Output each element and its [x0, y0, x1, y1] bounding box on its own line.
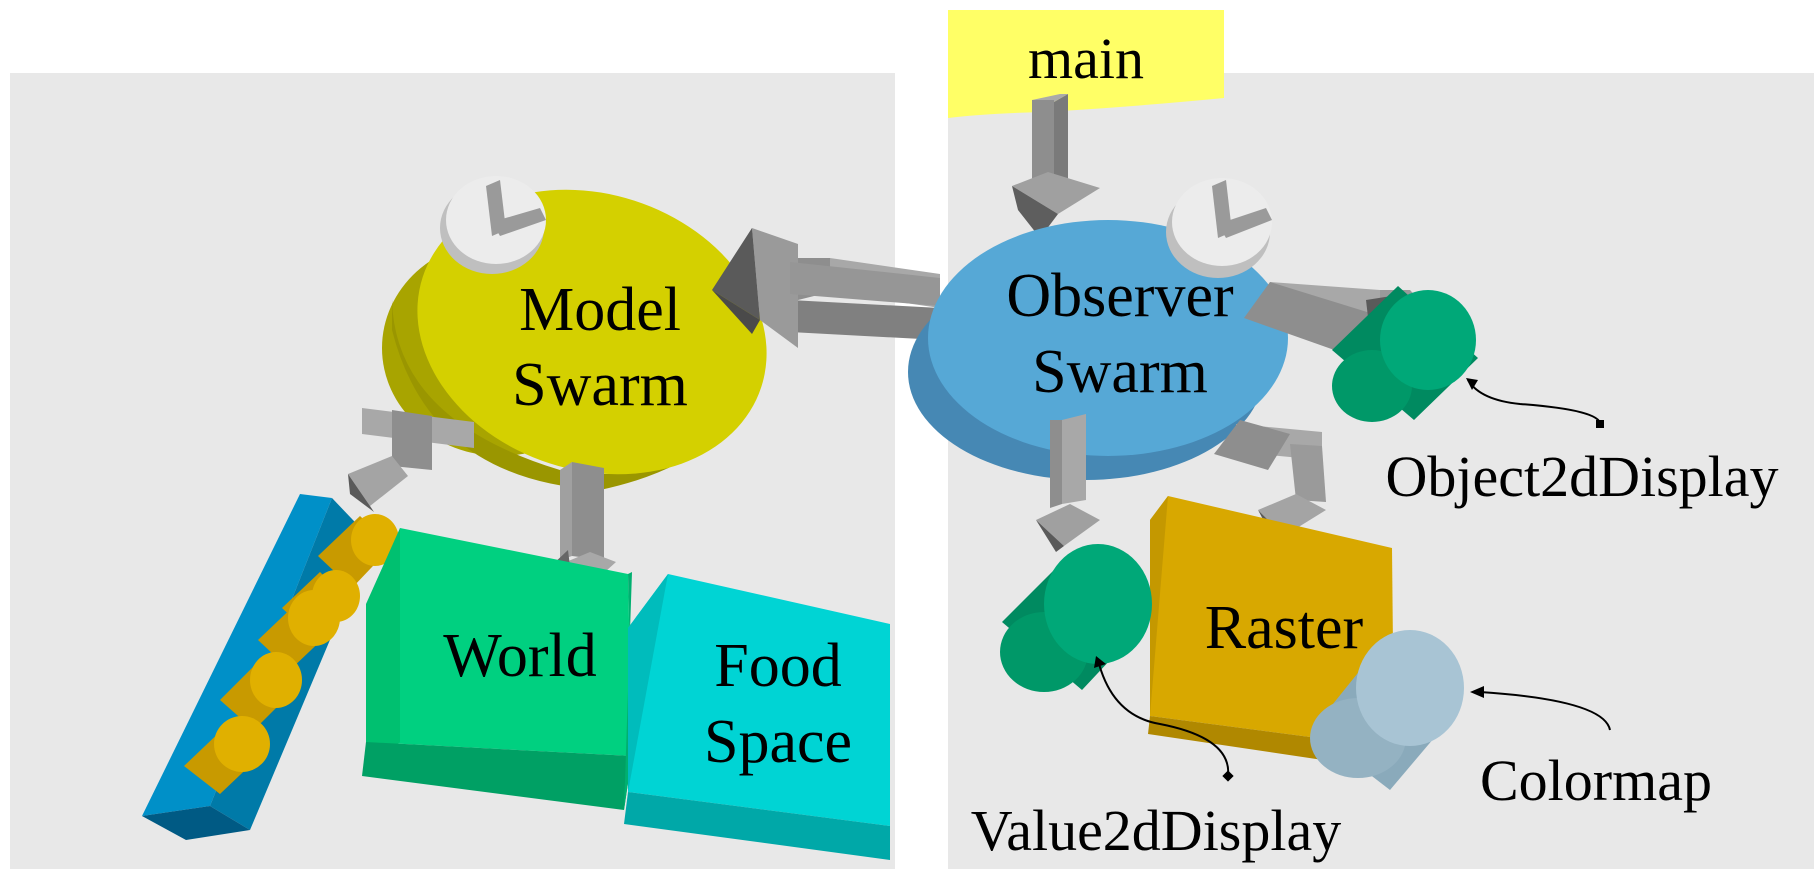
- agent-cylinder: [220, 652, 302, 730]
- object2d-connector: [1466, 378, 1604, 428]
- main-tag: main: [948, 10, 1224, 118]
- food-space-label-line1: Food: [714, 632, 841, 700]
- agent-cylinder: [318, 514, 399, 588]
- arrow-main-to-observer: [1012, 94, 1100, 238]
- clock-icon: [440, 176, 546, 274]
- value2d-display-node: [1000, 544, 1152, 692]
- model-swarm-label-line2: Swarm: [512, 351, 688, 419]
- colormap-connector: [1470, 686, 1611, 731]
- world-node: World: [362, 528, 632, 810]
- object2d-display-label: Object2dDisplay: [1385, 444, 1778, 509]
- food-space-node: Food Space: [624, 574, 890, 860]
- colormap-label: Colormap: [1480, 748, 1712, 813]
- agent-cylinders: [184, 514, 399, 794]
- value2d-display-label: Value2dDisplay: [971, 798, 1342, 863]
- clock-icon: [1166, 178, 1272, 278]
- observer-swarm-label-line2: Swarm: [1032, 338, 1208, 406]
- value2d-connector: [1094, 656, 1234, 782]
- agent-cylinder: [184, 716, 270, 794]
- food-space-label-line2: Space: [704, 708, 852, 776]
- colormap-node: [1310, 630, 1464, 790]
- main-label: main: [1028, 26, 1144, 91]
- world-label: World: [443, 622, 596, 690]
- arrow-model-to-agents: [348, 408, 474, 512]
- observer-swarm-node: Observer Swarm: [908, 220, 1288, 480]
- raster-label: Raster: [1205, 594, 1364, 662]
- arrow-observer-to-model: [712, 228, 940, 348]
- arrow-observer-to-value2d: [1036, 414, 1100, 552]
- model-swarm-label-line1: Model: [519, 276, 681, 344]
- object2d-display-node: [1332, 286, 1478, 422]
